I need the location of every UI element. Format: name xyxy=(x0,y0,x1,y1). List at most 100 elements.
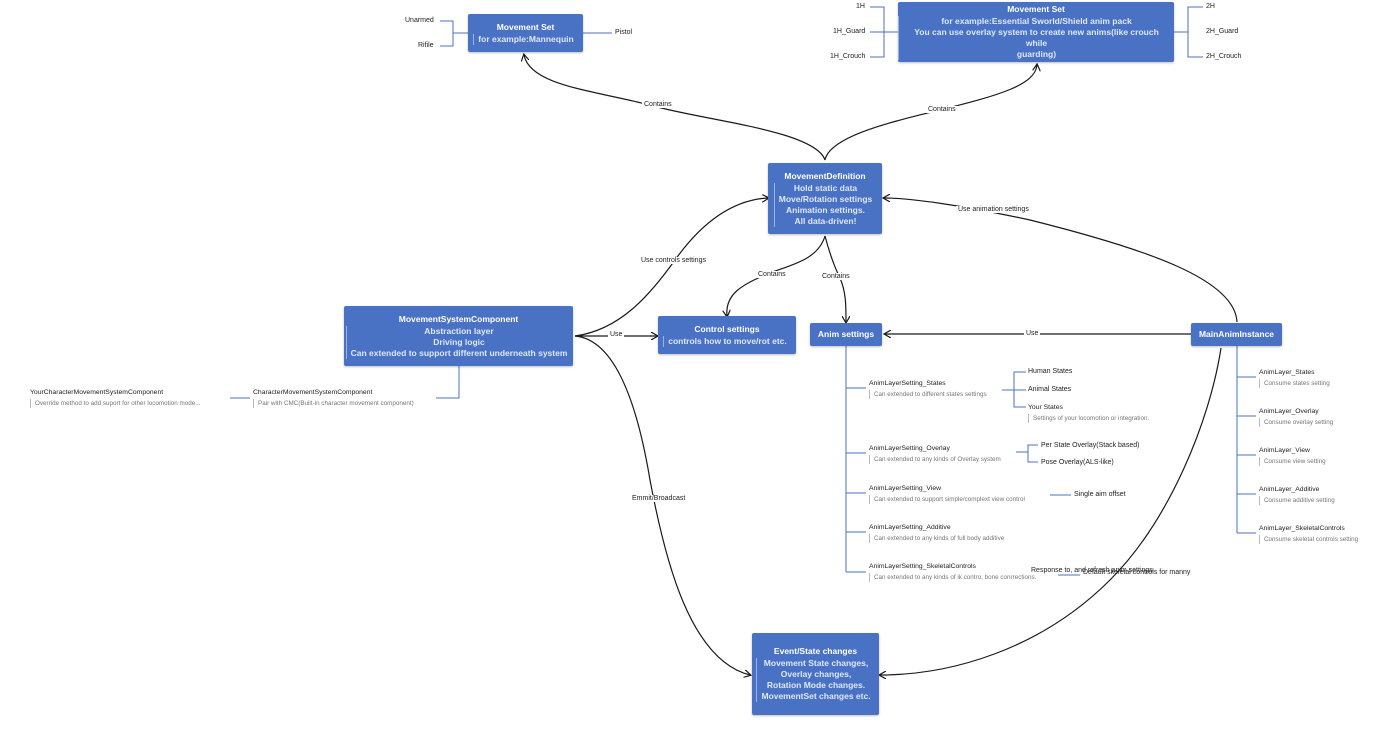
topic-title: AnimLayer_SkeletalControls xyxy=(1259,525,1345,532)
topic-desc: Consume skeletal controls setting xyxy=(1259,535,1358,544)
node-body-line: Can extended to support different undern… xyxy=(350,347,568,358)
node-body-line: Movement State changes, xyxy=(763,658,869,668)
topic-title: AnimLayer_Additive xyxy=(1259,486,1320,493)
anim-layer-setting-overlay[interactable]: AnimLayerSetting_Overlay Can extended to… xyxy=(869,444,1001,464)
character-movement-system-component[interactable]: CharacterMovementSystemComponent Pair wi… xyxy=(253,388,414,408)
set-item-pistol: Pistol xyxy=(615,29,633,36)
topic-desc: Settings of your locomotion or integrati… xyxy=(1028,414,1149,423)
movement-set-left-node[interactable]: Movement Set for example:Mannequin xyxy=(468,14,583,52)
topic-title: YourCharacterMovementSystemComponent xyxy=(30,389,164,396)
node-title: Movement Set xyxy=(1007,4,1065,14)
your-character-movement-system-component[interactable]: YourCharacterMovementSystemComponent Ove… xyxy=(30,388,201,408)
default-skeletal-controls: Default skeletal controls for manny xyxy=(1083,569,1191,576)
node-body-line: MovementSet changes etc. xyxy=(761,691,871,701)
set-item-1h: 1H xyxy=(856,3,865,10)
node-title: Movement Set xyxy=(496,21,555,32)
topic-title: Your States xyxy=(1028,404,1063,411)
node-title: MovementSystemComponent xyxy=(398,313,519,324)
anim-layer-skeletal-controls[interactable]: AnimLayer_SkeletalControls Consume skele… xyxy=(1259,524,1358,544)
anim-layer-overlay[interactable]: AnimLayer_Overlay Consume overlay settin… xyxy=(1259,407,1333,427)
edge-label-use-animation-settings: Use animation settings xyxy=(956,206,1031,213)
topic-title: AnimLayerSetting_States xyxy=(869,380,946,387)
node-body-line: controls how to move/rot etc. xyxy=(668,335,787,346)
node-title: MainAnimInstance xyxy=(1198,328,1275,339)
topic-title: AnimLayer_States xyxy=(1259,369,1315,376)
topic-desc: Consume additive setting xyxy=(1259,496,1335,505)
node-title: Control settings xyxy=(694,323,760,334)
node-body-line: Move/Rotation settings xyxy=(778,193,873,204)
anim-layer-setting-additive[interactable]: AnimLayerSetting_Additive Can extended t… xyxy=(869,523,1004,543)
node-body-line: Abstraction layer xyxy=(424,325,494,336)
node-body-line: for example:Essential Sworld/Shield anim… xyxy=(941,16,1132,26)
node-body: for example:Mannequin xyxy=(473,33,577,45)
node-body: Abstraction layer Driving logic Can exte… xyxy=(345,325,572,359)
anim-layer-setting-states[interactable]: AnimLayerSetting_States Can extended to … xyxy=(869,379,987,399)
node-title: Event/State changes xyxy=(773,646,858,656)
edge-label-contains-control: Contains xyxy=(756,271,788,278)
node-title: Anim settings xyxy=(817,328,875,339)
node-body-line: Rotation Mode changes. xyxy=(766,680,866,690)
topic-desc: Consume states setting xyxy=(1259,379,1330,388)
topic-title: AnimLayerSetting_Additive xyxy=(869,524,951,531)
topic-title: AnimLayerSetting_View xyxy=(869,485,942,492)
node-body-line: for example:Mannequin xyxy=(478,33,574,44)
movement-system-component-node[interactable]: MovementSystemComponent Abstraction laye… xyxy=(344,306,573,366)
movement-definition-node[interactable]: MovementDefinition Hold static data Move… xyxy=(768,163,882,234)
control-settings-node[interactable]: Control settings controls how to move/ro… xyxy=(658,316,796,354)
topic-desc: Can extended to support simple/complext … xyxy=(869,495,1025,504)
edge-label-contains-left: Contains xyxy=(642,101,674,108)
set-item-1h-guard: 1H_Guard xyxy=(833,28,866,35)
topic-desc: Override method to add suport for other … xyxy=(30,399,201,408)
single-aim-offset: Single aim offset xyxy=(1074,491,1126,498)
topic-desc: Consume view setting xyxy=(1259,457,1326,466)
per-state-overlay: Per State Overlay(Stack based) xyxy=(1041,442,1140,449)
node-body-line: Animation settings. xyxy=(786,204,865,215)
edge-label-use-main: Use xyxy=(1024,330,1041,337)
set-item-2h-guard: 2H_Guard xyxy=(1206,28,1239,35)
node-body-line: guarding) xyxy=(1016,49,1057,59)
human-states: Human States xyxy=(1028,368,1073,375)
anim-layer-view[interactable]: AnimLayer_View Consume view setting xyxy=(1259,446,1326,466)
set-item-unarmed: Unarmed xyxy=(405,17,434,24)
anim-layer-setting-skeletal-controls[interactable]: AnimLayerSetting_SkeletalControls Can ex… xyxy=(869,562,1036,582)
node-body: Hold static data Move/Rotation settings … xyxy=(773,182,877,227)
node-body-line: Hold static data xyxy=(793,182,858,193)
edge-label-contains-right: Contains xyxy=(926,106,958,113)
anim-layer-states[interactable]: AnimLayer_States Consume states setting xyxy=(1259,368,1330,388)
edge-label-use-msc: Use xyxy=(608,331,625,338)
edge-response xyxy=(880,347,1222,675)
topic-desc: Can extended to different states setting… xyxy=(869,390,987,399)
your-states[interactable]: Your States Settings of your locomotion … xyxy=(1028,403,1149,423)
set-item-2h-crouch: 2H_Crouch xyxy=(1206,53,1242,60)
topic-desc: Can extended to any kinds of ik contro, … xyxy=(869,573,1036,582)
edge-use-animation-settings xyxy=(884,198,1238,323)
edge-label-response: Response to, and refresh anim settings xyxy=(1031,567,1153,574)
edge-emmit-broadcast xyxy=(574,335,750,675)
topic-title: AnimLayer_Overlay xyxy=(1259,408,1319,415)
anim-layer-setting-view[interactable]: AnimLayerSetting_View Can extended to su… xyxy=(869,484,1025,504)
node-body-line: Driving logic xyxy=(433,336,485,347)
node-body: controls how to move/rot etc. xyxy=(663,335,791,347)
topic-title: AnimLayer_View xyxy=(1259,447,1310,454)
node-title: MovementDefinition xyxy=(784,170,866,181)
animal-states: Animal States xyxy=(1028,386,1072,393)
anim-settings-node[interactable]: Anim settings xyxy=(810,323,882,346)
node-body: for example:Essential Sworld/Shield anim… xyxy=(898,16,1174,60)
node-body-line: You can use overlay system to create new… xyxy=(914,27,1159,48)
main-anim-instance-node[interactable]: MainAnimInstance xyxy=(1191,323,1282,346)
edge-label-emmit-broadcast: Emmit/Broadcast xyxy=(630,495,688,502)
anim-layer-additive[interactable]: AnimLayer_Additive Consume additive sett… xyxy=(1259,485,1335,505)
edge-contains-left xyxy=(524,55,826,161)
set-item-2h: 2H xyxy=(1206,3,1215,10)
event-state-changes-node[interactable]: Event/State changes Movement State chang… xyxy=(752,633,879,715)
topic-title: CharacterMovementSystemComponent xyxy=(253,389,373,396)
topic-desc: Can extended to any kinds of full body a… xyxy=(869,534,1004,543)
topic-desc: Consume overlay setting xyxy=(1259,418,1333,427)
movement-set-right-node[interactable]: Movement Set for example:Essential Sworl… xyxy=(898,2,1174,62)
topic-desc: Can extended to any kinds of Overlay sys… xyxy=(869,455,1001,464)
topic-title: AnimLayerSetting_Overlay xyxy=(869,445,950,452)
pose-overlay: Pose Overlay(ALS-like) xyxy=(1041,459,1114,466)
topic-desc: Pair with CMC(Built-in character movemen… xyxy=(253,399,414,408)
set-item-rifile: Rifile xyxy=(418,42,434,49)
